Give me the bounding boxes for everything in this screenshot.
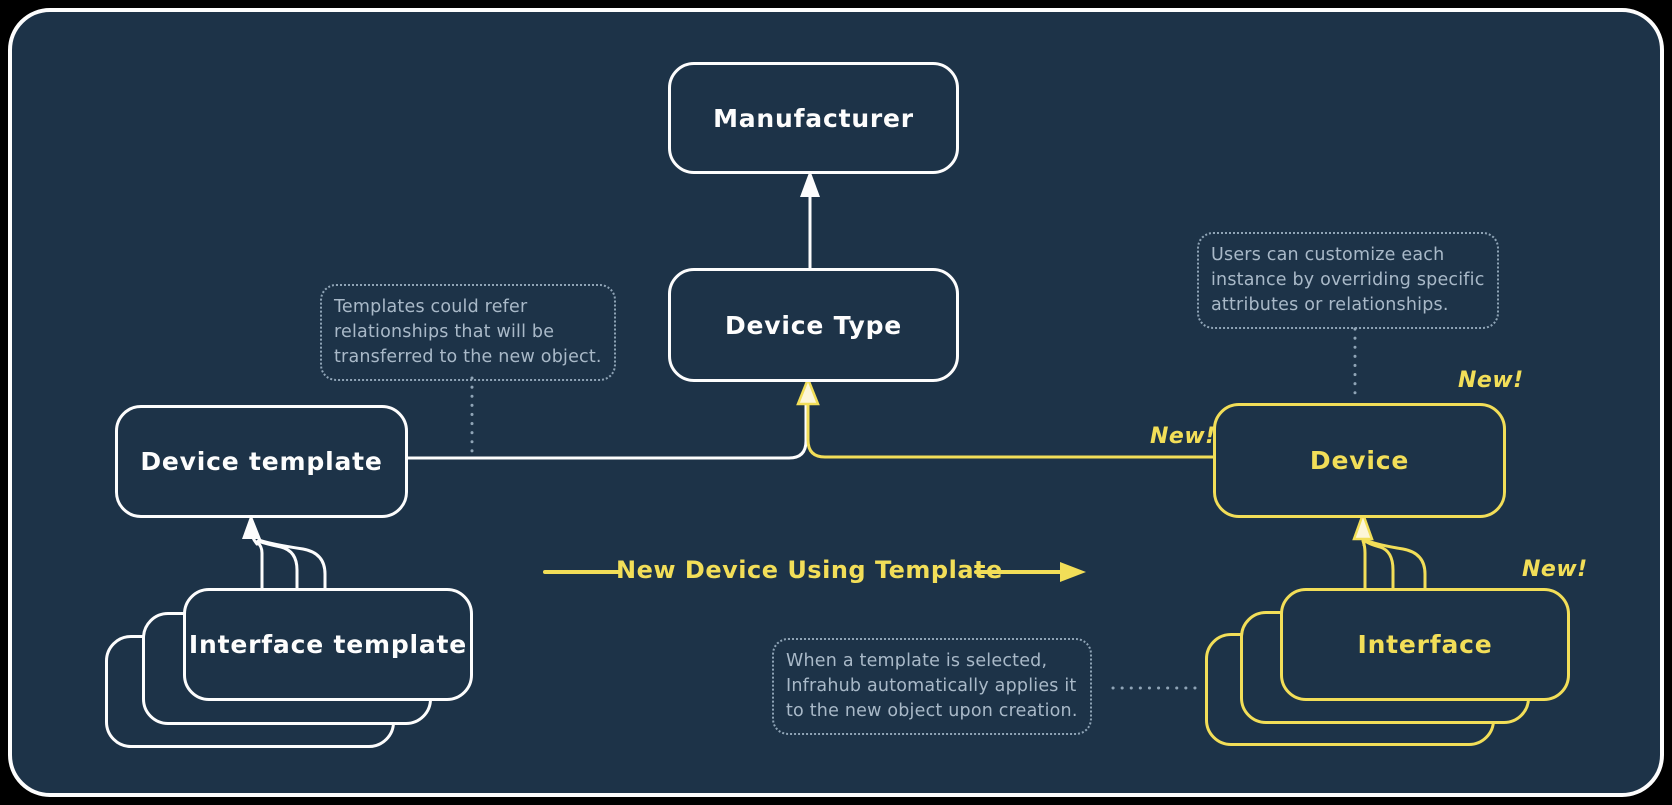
node-manufacturer: Manufacturer [668, 62, 959, 174]
node-device-label: Device [1309, 446, 1410, 475]
arrow-interface-to-device [1352, 510, 1427, 600]
note-line: to the new object upon creation. [786, 701, 1078, 721]
node-device: Device [1213, 403, 1506, 518]
badge-new-device: New! [1458, 368, 1524, 393]
arrow-interface-template-to-device-template [242, 514, 327, 600]
note-line: instance by overriding specific [1211, 270, 1485, 290]
note-line: Infrahub automatically applies it [786, 676, 1077, 696]
node-manufacturer-label: Manufacturer [713, 103, 914, 133]
note-templates-refer: Templates could refer relationships that… [320, 284, 616, 381]
node-interface-label: Interface [1357, 630, 1493, 659]
node-device-type: Device Type [668, 268, 959, 382]
note-line: relationships that will be [334, 322, 555, 342]
badge-new-link: New! [1150, 424, 1216, 449]
note-line: Templates could refer [334, 297, 528, 317]
node-device-template-label: Device template [140, 447, 383, 476]
node-device-type-label: Device Type [724, 310, 903, 340]
note-template-applied: When a template is selected, Infrahub au… [772, 638, 1092, 735]
arrow-new-device-flow [543, 562, 1086, 582]
note-users-customize: Users can customize each instance by ove… [1197, 232, 1499, 329]
node-interface-template-label: Interface template [188, 630, 468, 659]
badge-new-interface: New! [1522, 557, 1588, 582]
node-device-template: Device template [115, 405, 408, 518]
note-line: Users can customize each [1211, 245, 1445, 265]
node-interface-template: Interface template [183, 588, 473, 701]
flow-arrow-label: New Device Using Template [616, 556, 1003, 584]
note-line: attributes or relationships. [1211, 295, 1449, 315]
arrow-device-type-to-manufacturer [800, 170, 820, 270]
note-line: transferred to the new object. [334, 347, 602, 367]
line-device-template-to-device-type [400, 403, 808, 460]
arrow-device-to-device-type [796, 375, 1215, 459]
note-line: When a template is selected, [786, 651, 1048, 671]
node-interface: Interface [1280, 588, 1570, 701]
